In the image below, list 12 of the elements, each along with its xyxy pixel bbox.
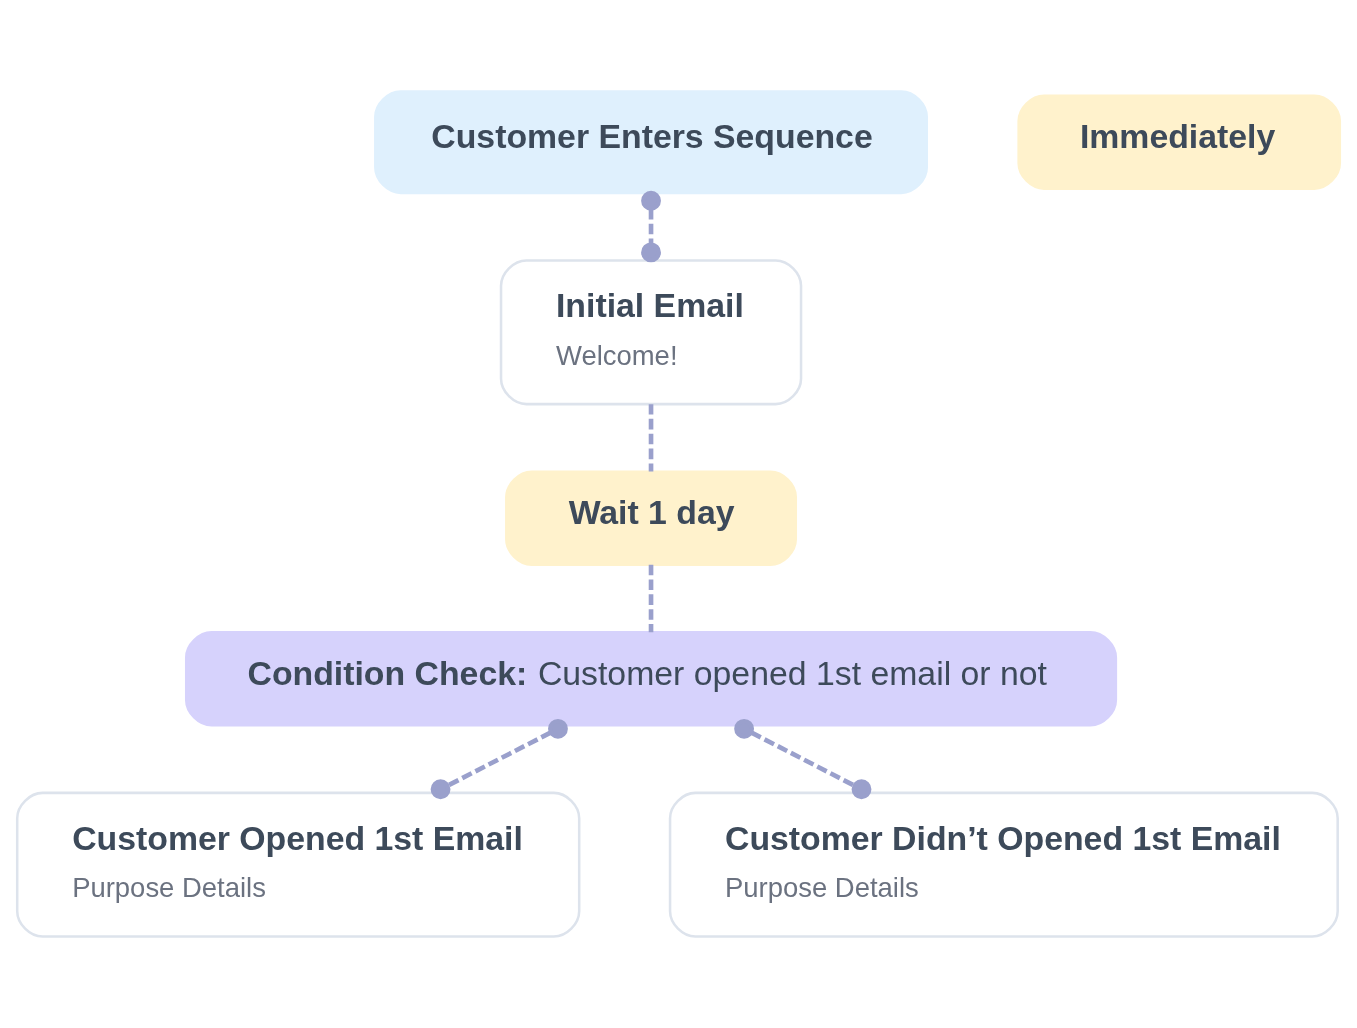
connector — [430, 718, 568, 800]
node-box: Customer Opened 1st Email Purpose Details — [15, 791, 581, 938]
connector — [641, 190, 661, 263]
node-box: Customer Didn’t Opened 1st Email Purpose Details — [668, 791, 1339, 938]
node-box: Customer Enters Sequence — [374, 90, 928, 195]
connector — [648, 404, 654, 472]
node-box: Wait 1 day — [505, 470, 798, 566]
connector — [734, 718, 872, 800]
node-box: Initial Email Welcome! — [499, 259, 803, 406]
node-box: Condition Check: Customer opened 1st email or not — [184, 631, 1118, 727]
connector — [648, 564, 654, 633]
node-box: Immediately — [1017, 94, 1342, 190]
